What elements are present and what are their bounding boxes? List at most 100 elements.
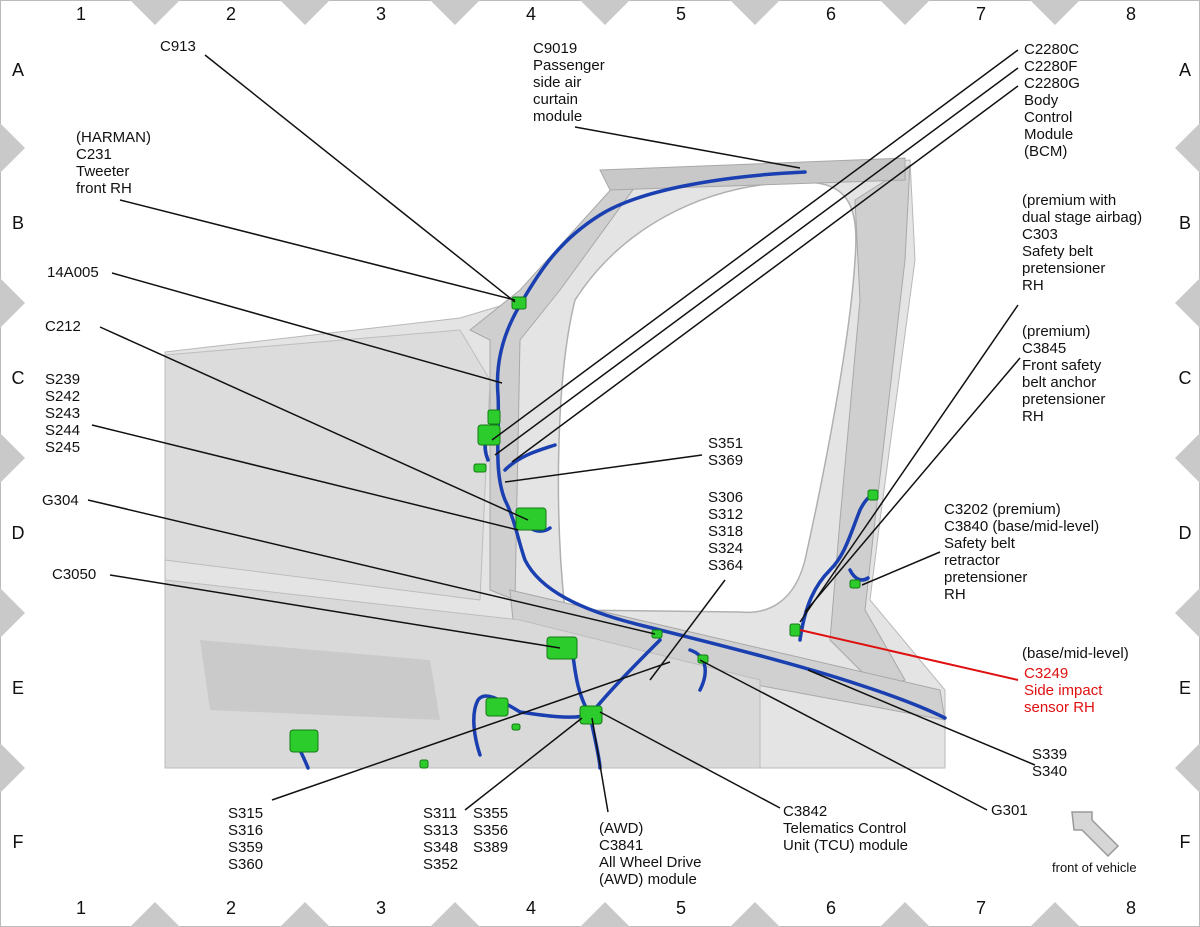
label-line: G301 [991, 802, 1028, 819]
leader-awd [591, 717, 609, 813]
label-s315: S315 S316 S359 S360 [228, 805, 263, 873]
leader-g304 [87, 499, 656, 635]
grid-marker [0, 588, 25, 638]
grid-marker [730, 0, 780, 25]
label-s339: S339 S340 [1032, 746, 1067, 780]
grid-col-5-bottom: 5 [675, 898, 686, 918]
connector-floor-b [511, 723, 521, 731]
label-line: S316 [228, 822, 264, 839]
grid-marker [130, 902, 180, 927]
label-line: sensor RH [1024, 699, 1095, 716]
label-line: C2280G [1024, 75, 1080, 92]
front-arrow-icon [1071, 811, 1120, 858]
floor-pan [164, 579, 761, 769]
label-line: (base/mid-level) [1022, 645, 1129, 662]
connector-c303 [867, 489, 879, 501]
label-line: C303 [1022, 226, 1058, 243]
floor-tunnel [200, 640, 440, 720]
label-line: C3842 [783, 803, 828, 820]
leader-c9019 [574, 126, 801, 169]
grid-marker [880, 902, 930, 927]
label-line: front RH [76, 180, 132, 197]
label-c3249: C3249 Side impact sensor RH [1024, 665, 1102, 716]
harness-branch [688, 648, 707, 692]
label-line: C3202 (premium) [944, 501, 1061, 518]
grid-col-3-top: 3 [375, 4, 386, 24]
grid-row-d-right: D [1178, 523, 1192, 543]
label-line: C2280C [1024, 41, 1080, 58]
label-s306: S306 S312 S318 S324 S364 [708, 489, 743, 574]
grid-col-8-bottom: 8 [1125, 898, 1136, 918]
label-line: Tweeter [76, 163, 130, 180]
label-line: Front safety [1022, 357, 1102, 374]
label-line: RH [1022, 277, 1044, 294]
label-line: curtain [533, 91, 579, 108]
label-line: S389 [473, 839, 509, 856]
connector-c3249 [789, 623, 801, 637]
label-line: Module [1024, 126, 1074, 143]
label-line: C3050 [52, 566, 97, 583]
grid-marker [430, 0, 480, 25]
leader-s306 [649, 579, 726, 681]
connector-c212 [515, 507, 547, 531]
label-line: S311 [423, 805, 457, 822]
leader-c3249 [799, 629, 1019, 681]
leader-14a005 [111, 272, 503, 384]
label-line: 14A005 [47, 264, 99, 281]
label-line: S243 [45, 405, 81, 422]
label-s355: S355 S356 S389 [473, 805, 508, 856]
grid-col-4-bottom: 4 [525, 898, 536, 918]
grid-row-f-right: F [1179, 832, 1191, 852]
label-line: C3841 [599, 837, 644, 854]
leader-c3845 [804, 357, 1021, 613]
label-line: (BCM) [1024, 143, 1068, 160]
connector-c913 [511, 296, 527, 310]
grid-row-a-left: A [11, 60, 24, 80]
label-line: S244 [45, 422, 81, 439]
grid-col-4-top: 4 [525, 4, 536, 24]
label-line: dual stage airbag) [1022, 209, 1143, 226]
grid-col-1-top: 1 [75, 4, 86, 24]
label-line: S306 [708, 489, 744, 506]
grid-marker [580, 0, 630, 25]
grid-row-d-left: D [11, 523, 25, 543]
leader-c3050 [109, 574, 561, 649]
grid-marker [0, 123, 25, 173]
label-line: Body [1024, 92, 1059, 109]
connector-s315 [289, 729, 319, 753]
label-line: S359 [228, 839, 264, 856]
connector-s311 [485, 697, 509, 717]
label-awd: (AWD) C3841 All Wheel Drive (AWD) module [599, 820, 702, 888]
grid-row-b-right: B [1178, 213, 1191, 233]
grid-col-3-bottom: 3 [375, 898, 386, 918]
label-14a005: 14A005 [47, 264, 99, 281]
grid-marker [880, 0, 930, 25]
bpillar-harness [798, 493, 877, 642]
grid-marker [0, 743, 25, 793]
label-c231: (HARMAN) C231 Tweeter front RH [76, 129, 151, 197]
roof-rail [599, 157, 906, 191]
label-line: module [533, 108, 583, 125]
leader-c303 [799, 304, 1019, 623]
leader-c3202 [861, 551, 941, 586]
grid-marker [0, 278, 25, 328]
a-pillar [469, 179, 642, 601]
leader-c212 [99, 326, 529, 521]
label-c913: C913 [160, 38, 196, 55]
grid-col-2-top: 2 [225, 4, 236, 24]
grid-col-7-bottom: 7 [975, 898, 986, 918]
front-of-vehicle-caption: front of vehicle [1052, 860, 1137, 875]
label-line: S324 [708, 540, 744, 557]
grid-marker [1030, 902, 1080, 927]
label-line: Telematics Control [783, 820, 907, 837]
leader-c231 [119, 199, 516, 301]
leader-c3842 [599, 711, 781, 809]
label-c9019: C9019 Passenger side air curtain module [533, 40, 605, 125]
connector-bcm [477, 424, 501, 446]
grid-marker [430, 902, 480, 927]
leader-s351 [504, 454, 703, 483]
grid-row-a-right: A [1178, 60, 1191, 80]
label-line: Safety belt [944, 535, 1015, 552]
connector-c3202 [849, 579, 861, 589]
